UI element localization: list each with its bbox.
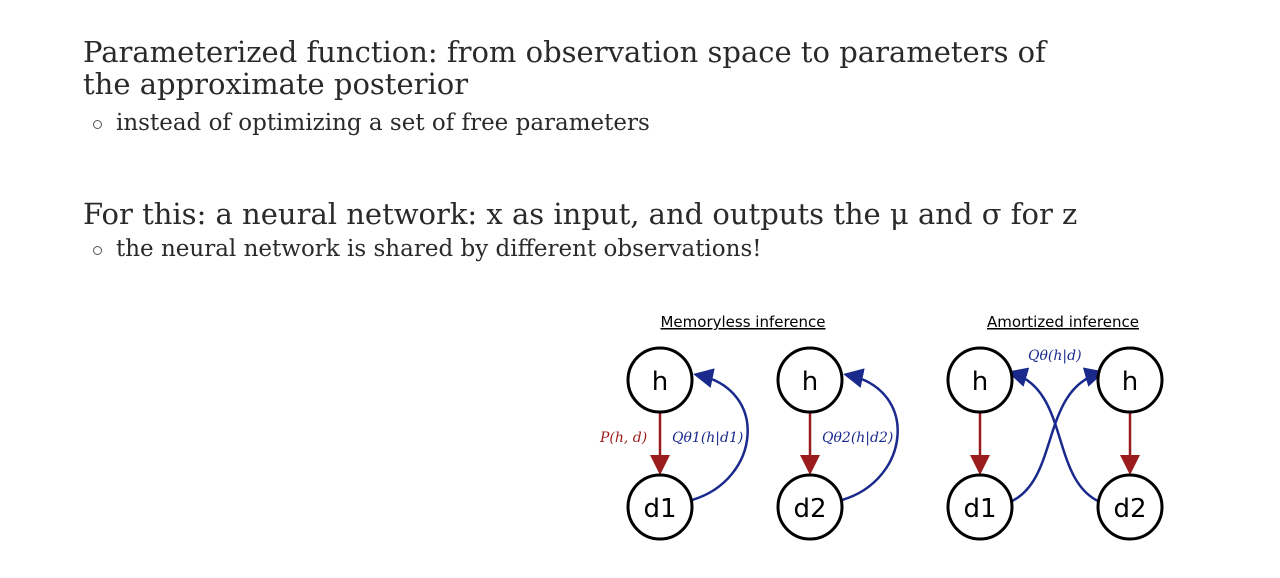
node-h: h [802,367,818,397]
node-d2: d2 [1113,494,1146,524]
bullet-text: the neural network is shared by differen… [116,236,762,262]
q1-label: Qθ1(h|d1) [672,430,743,446]
generative-arrows [650,412,1140,475]
p-label: P(h, d) [599,430,647,446]
heading-neural-network: For this: a neural network: x as input, … [83,197,1078,231]
bullet-icon [93,119,102,129]
nodes: h d1 h d2 h d1 h d2 [626,346,1164,541]
inference-arrows [691,367,1105,504]
node-h: h [1122,367,1138,397]
bullet-free-parameters: instead of optimizing a set of free para… [93,110,650,136]
amortized-title: Amortized inference [987,313,1139,331]
bullet-text: instead of optimizing a set of free para… [116,110,650,136]
node-d1: d1 [963,494,996,524]
node-h: h [652,367,668,397]
q2-label: Qθ2(h|d2) [822,430,893,446]
q-label: Qθ(h|d) [1028,348,1082,364]
bullet-shared-network: the neural network is shared by differen… [93,236,762,262]
memoryless-title: Memoryless inference [660,313,825,331]
node-h: h [972,367,988,397]
heading-parameterized-function: Parameterized function: from observation… [83,35,1046,101]
node-d1: d1 [643,494,676,524]
bullet-icon [93,245,102,255]
node-d2: d2 [793,494,826,524]
